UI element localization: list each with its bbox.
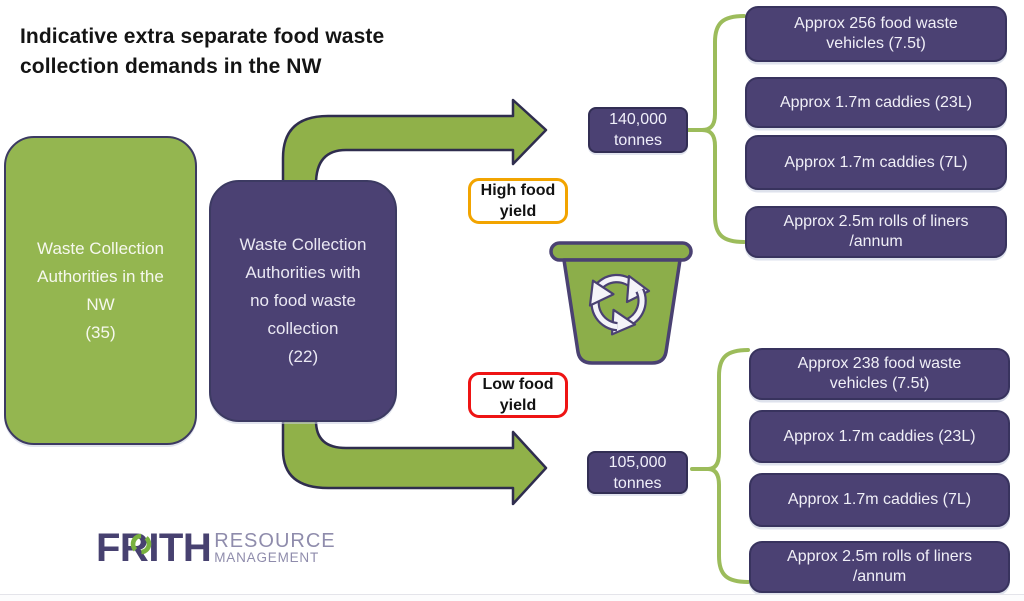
recycle-bin-icon (549, 241, 693, 365)
node-wca-nw: Waste Collection Authorities in the NW (… (4, 136, 197, 445)
low-food-yield-label: Low food yield (468, 372, 568, 418)
demand-box-low-liners: Approx 2.5m rolls of liners /annum (749, 541, 1010, 593)
frith-logo-text: FRITH (96, 526, 212, 570)
frith-logo-wordmark: FRITH (96, 526, 212, 570)
demand-box-low-caddies-23l: Approx 1.7m caddies (23L) (749, 410, 1010, 463)
slide-bottom-edge (0, 594, 1024, 601)
bracket-low (690, 348, 750, 584)
node-wca-no-food-collection: Waste Collection Authorities with no foo… (209, 180, 397, 422)
frith-logo-subtext: RESOURCE MANAGEMENT (214, 530, 336, 565)
flow-arrow-high (281, 98, 548, 186)
node-wca-nw-label: Waste Collection Authorities in the NW (… (37, 238, 164, 342)
node-wca-no-food-label: Waste Collection Authorities with no foo… (239, 235, 367, 366)
demand-box-high-caddies-7l: Approx 1.7m caddies (7L) (745, 135, 1007, 190)
page-title: Indicative extra separate food waste col… (20, 25, 385, 78)
flow-arrow-low (281, 419, 548, 506)
high-food-yield-label: High food yield (468, 178, 568, 224)
tonnes-box-high: 140,000 tonnes (588, 107, 688, 153)
frith-logo-resource: RESOURCE (214, 530, 336, 552)
frith-logo: FRITH RESOURCE MANAGEMENT (96, 526, 336, 570)
demand-box-low-vehicles: Approx 238 food waste vehicles (7.5t) (749, 348, 1010, 400)
bracket-high (686, 14, 746, 244)
demand-box-high-vehicles: Approx 256 food waste vehicles (7.5t) (745, 6, 1007, 62)
tonnes-box-low: 105,000 tonnes (587, 451, 688, 494)
frith-logo-recycle-swoosh-icon (130, 533, 152, 555)
demand-box-low-caddies-7l: Approx 1.7m caddies (7L) (749, 473, 1010, 527)
recycle-arrows-icon (580, 275, 651, 342)
demand-box-high-liners: Approx 2.5m rolls of liners /annum (745, 206, 1007, 258)
demand-box-high-caddies-23l: Approx 1.7m caddies (23L) (745, 77, 1007, 128)
frith-logo-management: MANAGEMENT (214, 550, 320, 565)
